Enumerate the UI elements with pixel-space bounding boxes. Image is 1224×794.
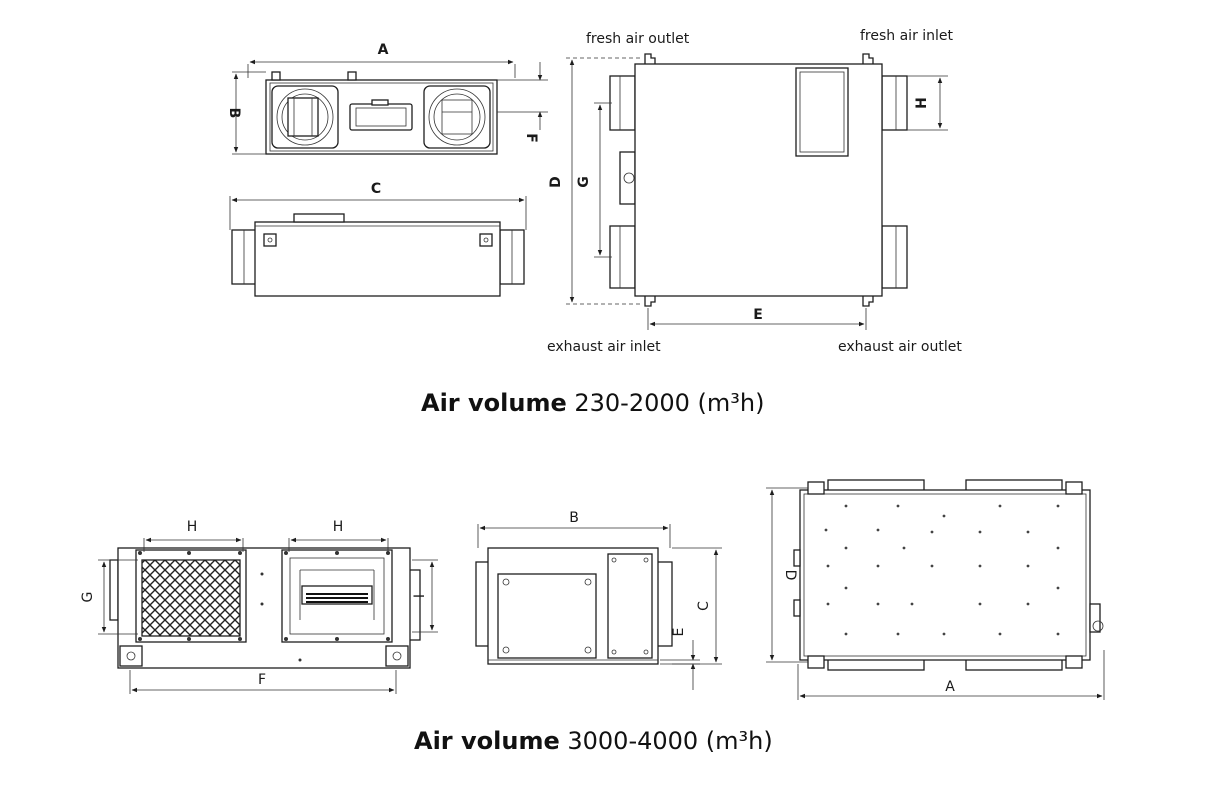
dim-label-f-bottom: F bbox=[258, 672, 266, 688]
caption-bottom: Air volume 3000-4000 (m³h) bbox=[414, 727, 773, 755]
dim-f-bottom: F bbox=[129, 670, 397, 694]
dim-label-h1: H bbox=[187, 519, 198, 535]
dim-h1-bottom: H bbox=[143, 519, 244, 552]
label-fresh-air-outlet: fresh air outlet bbox=[586, 31, 690, 47]
caption-top: Air volume 230-2000 (m³h) bbox=[421, 389, 764, 417]
dim-a-bottom: A bbox=[797, 650, 1105, 700]
dim-b-bottom: B bbox=[477, 510, 671, 548]
dim-label-c-bottom: C bbox=[696, 601, 712, 611]
dim-d-top: D bbox=[548, 57, 640, 305]
dim-label-b: B bbox=[226, 108, 242, 119]
dim-e-top: E bbox=[647, 307, 867, 330]
dim-label-d-bottom: D bbox=[782, 570, 798, 581]
dim-label-h: H bbox=[914, 97, 930, 109]
dim-label-h2: H bbox=[333, 519, 344, 535]
dim-d-bottom: D bbox=[766, 487, 808, 663]
dim-label-c: C bbox=[371, 181, 381, 197]
caption-bottom-rest: 3000-4000 (m³h) bbox=[559, 727, 773, 755]
dim-i-bottom: I bbox=[412, 559, 438, 633]
top-plan-view bbox=[609, 53, 908, 307]
dim-g-top: G bbox=[576, 102, 612, 258]
caption-bottom-bold: Air volume bbox=[414, 727, 560, 755]
dim-label-e: E bbox=[753, 307, 763, 323]
bottom-side-view bbox=[475, 547, 673, 665]
dim-label-a-bottom: A bbox=[945, 679, 955, 695]
dim-c-top: C bbox=[229, 181, 527, 230]
caption-top-bold: Air volume bbox=[421, 389, 567, 417]
dim-e-bottom: E bbox=[660, 628, 700, 690]
label-fresh-air-inlet: fresh air inlet bbox=[860, 28, 954, 44]
dim-g-bottom: G bbox=[80, 559, 138, 635]
dim-label-f: F bbox=[523, 133, 539, 143]
top-front-view bbox=[265, 71, 498, 155]
label-exhaust-air-outlet: exhaust air outlet bbox=[838, 339, 962, 355]
dim-f-top: F bbox=[497, 62, 548, 143]
dim-b-top: B bbox=[226, 71, 266, 155]
dim-h2-bottom: H bbox=[288, 519, 389, 552]
caption-top-rest: 230-2000 (m³h) bbox=[566, 389, 765, 417]
dim-label-e-bottom: E bbox=[671, 628, 687, 637]
dim-label-b-bottom: B bbox=[569, 510, 579, 526]
dim-label-a: A bbox=[378, 42, 389, 58]
dim-label-i: I bbox=[412, 594, 428, 598]
label-exhaust-air-inlet: exhaust air inlet bbox=[547, 339, 661, 355]
bottom-front-view bbox=[109, 547, 421, 669]
dim-c-bottom: C bbox=[672, 547, 722, 665]
dim-label-g: G bbox=[576, 176, 592, 188]
bottom-plan-view bbox=[793, 479, 1104, 671]
dim-label-d: D bbox=[548, 176, 564, 188]
top-side-view bbox=[231, 213, 525, 297]
dim-label-g-bottom: G bbox=[80, 592, 96, 603]
dim-h-top: H bbox=[907, 75, 948, 131]
dim-a-top: A bbox=[247, 42, 516, 78]
